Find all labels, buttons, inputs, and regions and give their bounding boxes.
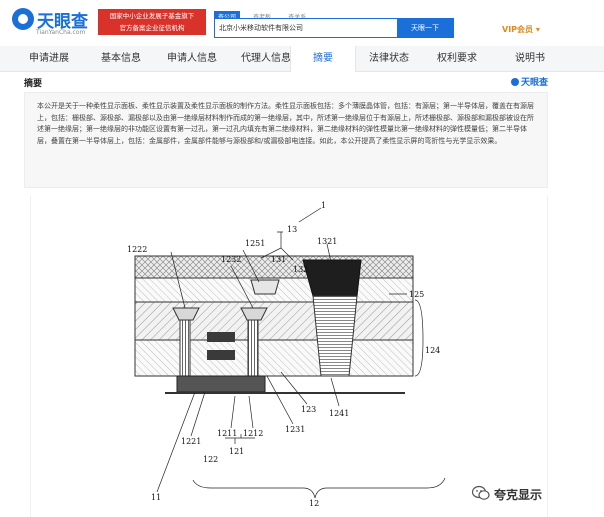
tab-agent-info[interactable]: 代理人信息 <box>241 53 291 64</box>
tab-basic-info[interactable]: 基本信息 <box>101 53 141 64</box>
tab-applicant-info[interactable]: 申请人信息 <box>167 53 217 64</box>
abstract-title: 摘要 <box>24 79 43 89</box>
wechat-icon <box>472 485 490 500</box>
vip-member-link[interactable]: VIP会员 ▾ <box>502 25 540 34</box>
section-logo-text: 天眼查 <box>520 78 548 88</box>
search-button[interactable]: 天眼一下 <box>397 18 453 38</box>
eye-logo-icon <box>510 78 519 86</box>
tianyancha-logo[interactable]: 天眼查 TianYanCha.com <box>12 6 100 38</box>
label-11: 11 <box>151 493 161 502</box>
patent-drawing-panel: 1 13 1222 1251 1232 131 132 1321 125 124… <box>30 196 548 517</box>
label-132: 132 <box>293 265 308 274</box>
base-layer-11 <box>176 375 266 393</box>
logo-text: 天眼查 <box>37 12 88 32</box>
search-tab-relation[interactable]: 查关系 <box>284 11 310 22</box>
top-header: 天眼查 TianYanCha.com 国家中小企业发展子基金旗下 官方备案企业征… <box>0 0 604 44</box>
badge-line-2: 官方备案企业征信机构 <box>119 24 185 32</box>
patent-nav-tabs: 申请进展 基本信息 申请人信息 代理人信息 摘要 法律状态 权利要求 说明书 <box>0 46 604 72</box>
logo-subtitle: TianYanCha.com <box>36 29 86 36</box>
tab-legal-status[interactable]: 法律状态 <box>369 53 409 64</box>
label-122: 122 <box>203 455 218 464</box>
label-121: 121 <box>229 447 244 456</box>
pad-1232 <box>240 307 268 321</box>
via-1321 <box>302 259 362 297</box>
gate-lower <box>207 350 235 360</box>
search-type-tabs: 查公司 查老板 查关系 <box>214 4 314 22</box>
label-13: 13 <box>287 225 297 234</box>
label-1241: 1241 <box>329 409 349 418</box>
leader-lines <box>156 207 446 499</box>
layer-124-lower <box>134 339 414 377</box>
wechat-watermark: 夸克显示 <box>472 482 600 506</box>
label-1212: 1212 <box>243 429 263 438</box>
tab-application-progress[interactable]: 申请进展 <box>29 53 69 64</box>
gate-upper <box>207 332 235 342</box>
label-125: 125 <box>409 290 424 299</box>
label-1: 1 <box>321 201 326 210</box>
label-124: 124 <box>425 346 440 355</box>
patent-drawing: 1 13 1222 1251 1232 131 132 1321 125 124… <box>127 201 446 508</box>
label-123: 123 <box>301 405 316 414</box>
label-1232: 1232 <box>221 255 241 264</box>
label-131: 131 <box>271 255 286 264</box>
tab-abstract[interactable]: 摘要 <box>290 46 356 72</box>
label-1321: 1321 <box>317 237 337 246</box>
logo-eye-icon <box>12 8 34 30</box>
search-input[interactable] <box>219 22 389 34</box>
search-tab-company[interactable]: 查公司 <box>214 11 241 22</box>
label-1251: 1251 <box>245 239 265 248</box>
search-box: 天眼一下 <box>214 18 454 38</box>
tab-specification[interactable]: 说明书 <box>515 53 545 64</box>
label-1211: 1211 <box>217 429 237 438</box>
section-watermark-logo: 天眼查 <box>510 75 548 88</box>
watermark-text: 夸克显示 <box>494 488 543 502</box>
substrate-line <box>165 392 405 394</box>
search-tab-boss[interactable]: 查老板 <box>249 11 275 22</box>
official-badge: 国家中小企业发展子基金旗下 官方备案企业征信机构 <box>98 9 206 35</box>
tab-claims[interactable]: 权利要求 <box>437 53 477 64</box>
abstract-box: 本公开是关于一种柔性显示面板、柔性显示装置及柔性显示面板的制作方法。柔性显示面板… <box>24 92 548 188</box>
pillar-1222 <box>179 319 191 377</box>
electrode-131 <box>250 279 280 295</box>
via-1241 <box>312 295 358 377</box>
pad-1222 <box>172 307 200 321</box>
pillar-1232 <box>247 319 259 377</box>
label-1221: 1221 <box>181 437 201 446</box>
badge-line-1: 国家中小企业发展子基金旗下 <box>109 12 195 20</box>
abstract-text: 本公开是关于一种柔性显示面板、柔性显示装置及柔性显示面板的制作方法。柔性显示面板… <box>37 102 534 145</box>
abstract-header: 摘要 天眼查 <box>24 76 548 90</box>
label-1222: 1222 <box>127 245 147 254</box>
label-12: 12 <box>309 499 319 508</box>
label-1231: 1231 <box>285 425 305 434</box>
